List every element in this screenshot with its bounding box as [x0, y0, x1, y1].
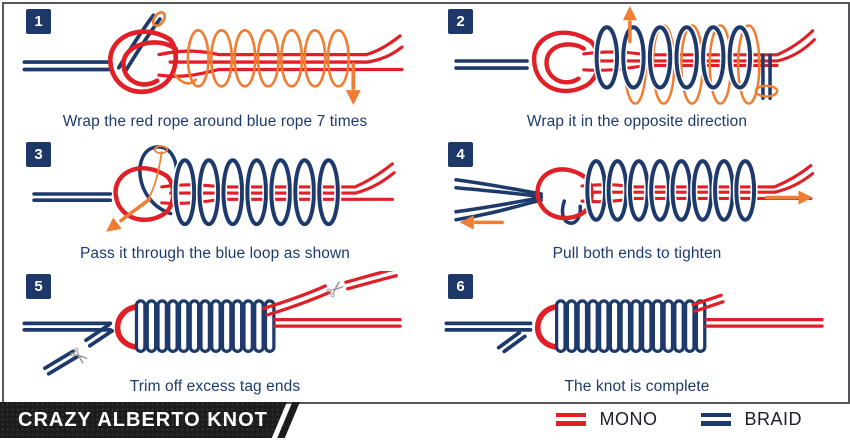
- step-number-badge: 2: [448, 9, 473, 34]
- knot-illustration-step-4: [426, 139, 848, 244]
- step-panel-1: 1: [4, 4, 426, 137]
- step-caption: The knot is complete: [564, 378, 710, 395]
- braid-line-swatch: [701, 412, 732, 426]
- knot-illustration-step-3: [4, 139, 426, 244]
- step-caption: Wrap the red rope around blue rope 7 tim…: [62, 112, 368, 130]
- arrow-down-left-icon: [106, 197, 152, 232]
- step-caption: Pull both ends to tighten: [552, 245, 722, 263]
- step-caption: Pass it through the blue loop as shown: [79, 245, 351, 263]
- page-title: CRAZY ALBERTO KNOT: [18, 409, 268, 431]
- legend-label-braid: BRAID: [744, 408, 802, 429]
- knot-illustration-step-5: ✂ ✂: [4, 267, 426, 376]
- step-number-badge: 3: [26, 141, 51, 167]
- knot-illustration-step-1: [4, 6, 426, 111]
- step-panel-3: 3: [4, 137, 426, 270]
- knot-illustration-step-2: [426, 6, 848, 111]
- legend-item-braid: BRAID: [701, 409, 802, 430]
- legend: MONO BRAID: [556, 404, 802, 434]
- arrow-left-icon: [459, 214, 504, 230]
- arrow-right-icon: [764, 190, 813, 205]
- arrow-down-icon: [345, 62, 361, 106]
- step-panel-2: 2: [426, 4, 848, 137]
- legend-item-mono: MONO: [556, 409, 657, 430]
- step-caption: Trim off excess tag ends: [129, 378, 301, 395]
- title-banner: CRAZY ALBERTO KNOT: [0, 402, 302, 438]
- step-caption: Wrap it in the opposite direction: [526, 112, 748, 130]
- step-panel-5: 5: [4, 267, 426, 402]
- diagram-border-box: 1: [2, 2, 850, 404]
- scissors-icon: ✂: [321, 274, 352, 306]
- step-number-badge: 5: [26, 274, 51, 300]
- legend-label-mono: MONO: [599, 408, 658, 429]
- knot-illustration-step-6: [426, 271, 848, 376]
- step-number-badge: 6: [448, 274, 473, 300]
- arrow-up-icon: [622, 6, 637, 44]
- title-banner-shape: CRAZY ALBERTO KNOT: [0, 402, 287, 438]
- step-panel-6: 6: [426, 269, 848, 402]
- mono-line-swatch: [556, 412, 587, 426]
- step-number-badge: 4: [448, 141, 473, 167]
- steps-grid: 1: [4, 4, 848, 402]
- step-number-badge: 1: [26, 9, 51, 34]
- step-panel-4: 4: [426, 137, 848, 270]
